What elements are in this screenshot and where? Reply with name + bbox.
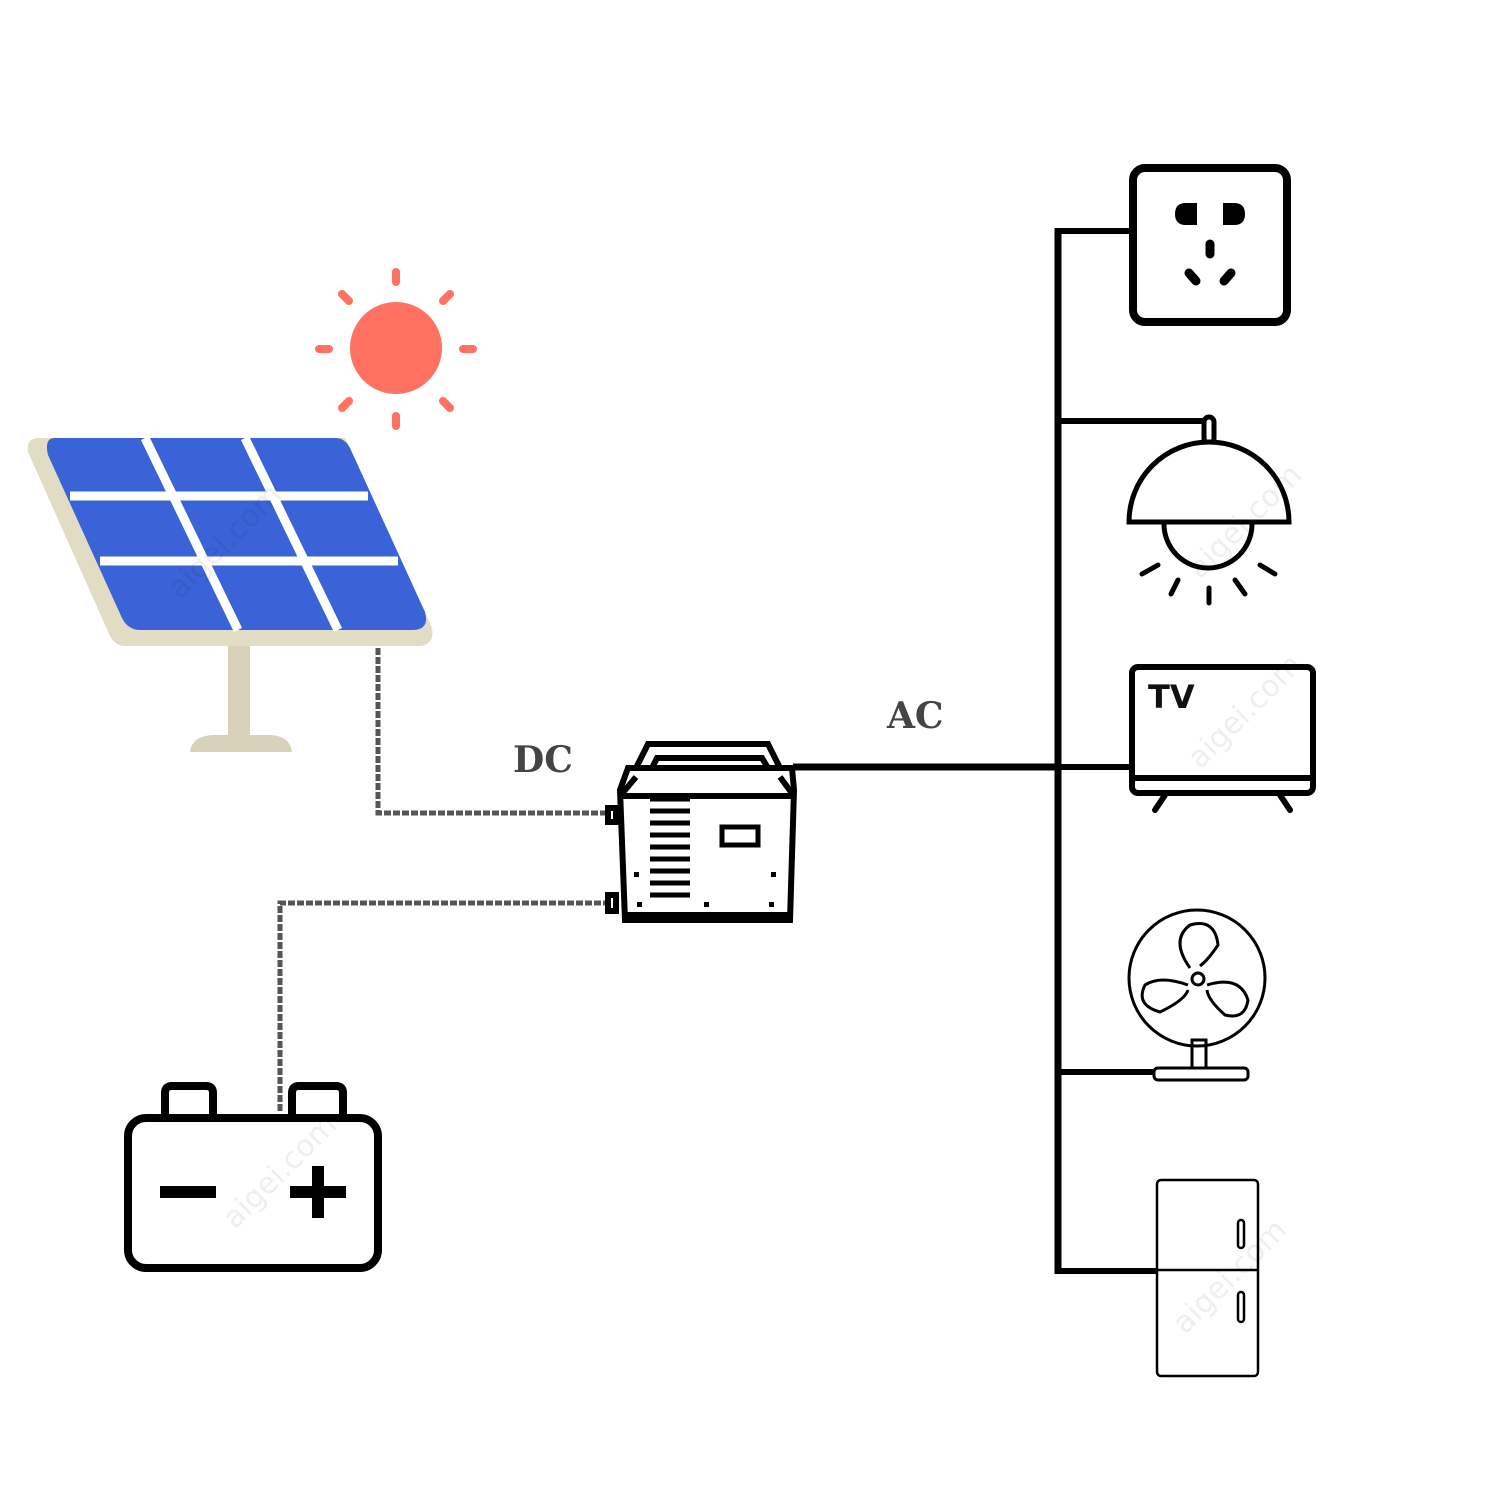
tv-label: TV [1148, 678, 1195, 716]
refrigerator-icon [1155, 1178, 1260, 1378]
inverter-icon [605, 741, 798, 923]
dc-label: DC [513, 739, 573, 781]
power-socket-icon [1129, 164, 1291, 326]
ac-wiring [793, 228, 1208, 1274]
watermark: aigei.com [1166, 1213, 1294, 1341]
television-icon [1129, 664, 1316, 813]
solar-panel-icon [27, 436, 433, 752]
ac-label: AC [886, 695, 944, 737]
dc-wiring [277, 648, 610, 1112]
battery-icon [124, 1082, 382, 1272]
watermark: aigei.com [216, 1108, 344, 1236]
sun-icon [315, 268, 477, 430]
lamp-icon [1126, 414, 1292, 606]
fan-icon [1127, 908, 1267, 1082]
